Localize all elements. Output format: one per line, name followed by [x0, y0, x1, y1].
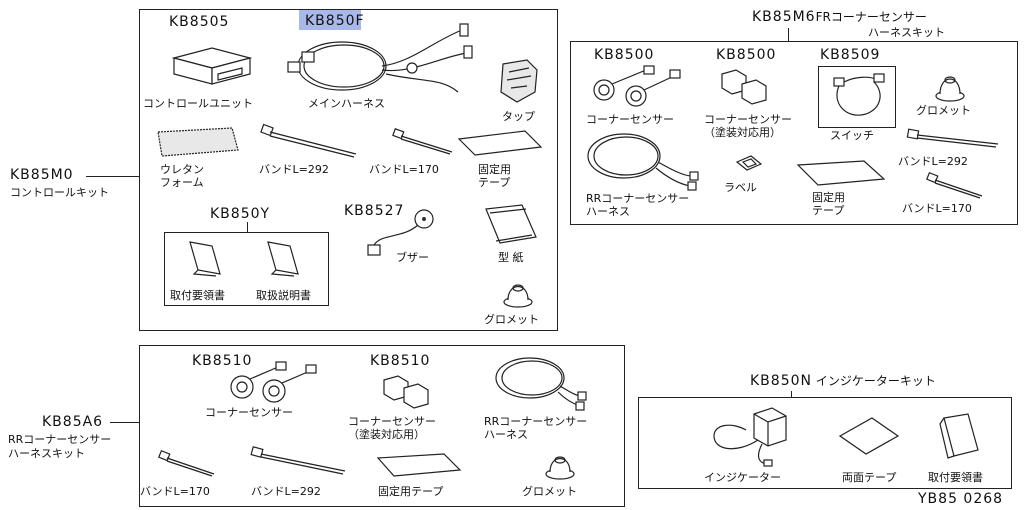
band-292-drawing	[260, 123, 357, 158]
main-harness-highlight	[299, 10, 361, 30]
documents-leader	[247, 222, 248, 233]
band-170-label: バンドL=170	[369, 163, 439, 176]
switch-drawing	[833, 73, 885, 116]
fr-grommet-drawing	[935, 76, 965, 102]
switch-box	[818, 66, 896, 128]
rr-corner-sensor-drawing	[230, 361, 317, 403]
rr-kit-code[interactable]: KB85A6	[42, 414, 104, 430]
indicator-kit-title: KB850N インジケーターキット	[750, 373, 936, 389]
rr-corner-sensor-code[interactable]: KB8510	[192, 353, 253, 369]
label-label: ラベル	[724, 181, 757, 194]
double-tape-label: 両面テープ	[842, 471, 897, 484]
fr-kit-leader	[788, 28, 789, 42]
fr-corner-sensor-code[interactable]: KB8500	[594, 47, 655, 63]
fr-fixing-tape-drawing	[796, 160, 886, 186]
control-kit-code[interactable]: KB85M0	[10, 167, 74, 183]
rr-kit-name-line1: RRコーナーセンサー	[8, 433, 112, 446]
rr-corner-sensor-label: コーナーセンサー	[205, 406, 293, 419]
install-guide-label: 取付要領書	[170, 289, 225, 302]
fr-corner-sensor-paint-label: コーナーセンサー （塗装対応用）	[704, 113, 792, 139]
install-guide-drawing	[189, 241, 221, 277]
label-drawing	[735, 155, 763, 171]
rr-kit-name-line2: ハーネスキット	[8, 447, 85, 460]
indicator-kit-name: インジケーターキット	[815, 374, 936, 388]
indicator-drawing	[713, 407, 787, 467]
fr-rr-harness-drawing	[587, 133, 699, 191]
rr-band-292-label: バンドL=292	[251, 485, 321, 498]
rr-corner-sensor-paint-code[interactable]: KB8510	[370, 353, 431, 369]
fr-band-170-label: バンドL=170	[902, 202, 972, 215]
rr-corner-sensor-paint-drawing	[383, 375, 429, 409]
fr-corner-sensor-paint-code[interactable]: KB8500	[716, 47, 777, 63]
indicator-kit-box	[638, 397, 1012, 489]
rr-rr-harness-label: RRコーナーセンサー ハーネス	[484, 415, 588, 441]
fr-corner-sensor-drawing	[593, 65, 681, 107]
fr-corner-sensor-label: コーナーセンサー	[586, 113, 674, 126]
fr-kit-title-line1: KB85M6FRコーナーセンサー	[752, 9, 927, 25]
rr-fixing-tape-drawing	[376, 453, 462, 477]
buzzer-label: ブザー	[396, 251, 429, 264]
fixing-tape-label: 固定用 テープ	[478, 163, 511, 189]
indicator-label: インジケーター	[704, 471, 781, 484]
rr-band-292-drawing	[250, 446, 346, 475]
fr-grommet-label: グロメット	[916, 104, 971, 117]
fr-band-292-drawing	[906, 128, 999, 148]
documents-box	[164, 232, 329, 306]
switch-code[interactable]: KB8509	[820, 47, 881, 63]
rr-band-170-drawing	[158, 449, 215, 477]
indicator-install-guide-drawing	[939, 413, 979, 459]
urethane-foam-drawing	[157, 127, 239, 157]
fr-rr-harness-label: RRコーナーセンサー ハーネス	[586, 192, 690, 218]
indicator-install-guide-label: 取付要領書	[928, 471, 983, 484]
rr-kit-box	[139, 345, 625, 507]
rr-rr-harness-drawing	[495, 357, 587, 411]
switch-label: スイッチ	[830, 129, 874, 142]
control-kit-name: コントロールキット	[10, 186, 109, 199]
template-drawing	[485, 204, 537, 244]
main-harness-code[interactable]: KB850F	[305, 13, 365, 29]
footer-code: YB85 0268	[918, 491, 1004, 507]
grommet-label: グロメット	[484, 313, 539, 326]
main-harness-drawing	[287, 23, 473, 93]
fr-band-292-label: バンドL=292	[898, 155, 968, 168]
tap-drawing	[500, 59, 538, 103]
fr-band-170-drawing	[926, 171, 983, 199]
band-170-drawing	[392, 128, 453, 155]
documents-code[interactable]: KB850Y	[210, 206, 271, 222]
fr-corner-sensor-paint-drawing	[721, 69, 767, 105]
fr-kit-name-line2: ハーネスキット	[868, 26, 945, 39]
control-unit-drawing	[171, 47, 253, 85]
fr-fixing-tape-label: 固定用 テープ	[812, 191, 845, 217]
buzzer-code[interactable]: KB8527	[344, 203, 405, 219]
template-label: 型 紙	[498, 251, 524, 264]
rr-fixing-tape-label: 固定用テープ	[378, 485, 444, 498]
rr-grommet-label: グロメット	[522, 485, 577, 498]
indicator-kit-leader	[791, 391, 792, 398]
control-unit-label: コントロールユニット	[143, 97, 253, 110]
band-292-label: バンドL=292	[259, 163, 329, 176]
rr-band-170-label: バンドL=170	[140, 485, 210, 498]
control-kit-box	[139, 9, 558, 331]
double-tape-drawing	[838, 417, 900, 455]
indicator-kit-code[interactable]: KB850N	[750, 373, 812, 389]
manual-drawing	[267, 241, 299, 277]
fr-kit-name-line1: FRコーナーセンサー	[815, 10, 927, 24]
buzzer-drawing	[367, 209, 434, 256]
fr-kit-box	[570, 41, 1018, 225]
rr-kit-leader	[110, 422, 139, 423]
fr-kit-code[interactable]: KB85M6	[752, 9, 816, 25]
rr-corner-sensor-paint-label: コーナーセンサー （塗装対応用）	[348, 415, 436, 441]
rr-grommet-drawing	[545, 456, 575, 480]
main-harness-label: メインハーネス	[308, 97, 385, 110]
urethane-foam-label: ウレタン フォーム	[160, 163, 204, 189]
fixing-tape-drawing	[457, 130, 543, 156]
grommet-drawing	[503, 284, 533, 308]
control-unit-code[interactable]: KB8505	[169, 14, 230, 30]
tap-label: タップ	[502, 110, 535, 123]
manual-label: 取扱説明書	[256, 289, 311, 302]
control-kit-leader	[86, 176, 139, 177]
